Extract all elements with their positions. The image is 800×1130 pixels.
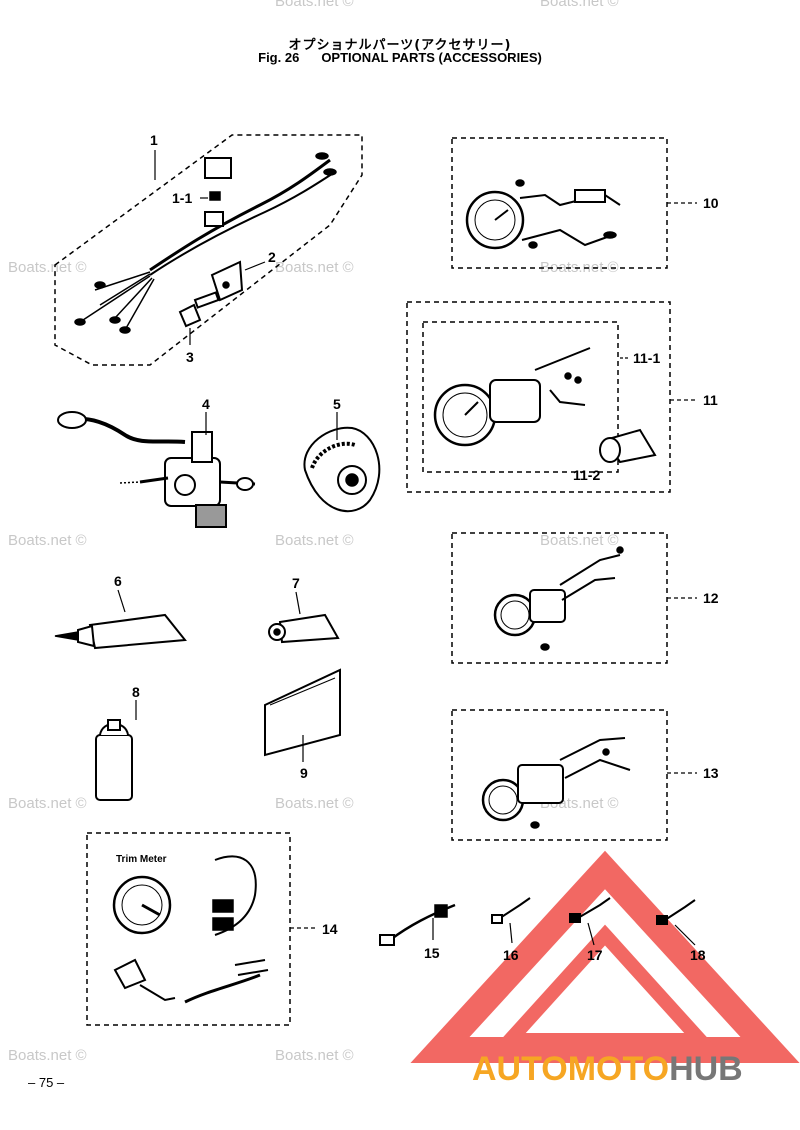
watermark-text: Boats.net ©	[540, 532, 619, 549]
callout-2: 2	[268, 249, 276, 265]
brand-logo-icon	[410, 850, 800, 1063]
part-9-manual	[264, 668, 341, 757]
part-1-harness	[74, 152, 337, 334]
callout-12: 12	[703, 590, 719, 606]
callout-17: 17	[587, 947, 603, 963]
part-14-group-outline	[86, 832, 291, 1026]
callout-11-2: 11-2	[573, 467, 600, 483]
part-7-small-tube	[268, 613, 340, 644]
watermarks: Boats.net © Boats.net © Boats.net © Boat…	[8, 0, 619, 1064]
part-4-switch-assembly	[57, 411, 256, 528]
brand-part-1: AUTOMOTO	[472, 1050, 670, 1088]
callout-18: 18	[690, 947, 706, 963]
part-14-trim-meter	[112, 855, 269, 1004]
callout-14: 14	[322, 921, 338, 937]
callout-6: 6	[114, 573, 122, 589]
watermark-text: Boats.net ©	[540, 0, 619, 10]
callout-11-1: 11-1	[633, 350, 660, 366]
title-japanese: オプショナルパーツ(アクセサリー)	[288, 38, 512, 53]
watermark-text: Boats.net ©	[8, 532, 87, 549]
figure-number: Fig. 26	[258, 50, 300, 65]
part-15-lead-wire	[379, 903, 456, 946]
callout-8: 8	[132, 684, 140, 700]
callout-9: 9	[300, 765, 308, 781]
watermark-text: Boats.net ©	[275, 795, 354, 812]
part-11-group-outline	[406, 301, 671, 493]
brand-part-2: HUB	[669, 1050, 743, 1088]
part-13-group-outline	[451, 709, 668, 841]
part-11-2-knob	[599, 428, 657, 464]
brand-wordmark: AUTOMOTOHUB	[472, 1050, 743, 1089]
trim-meter-label: Trim Meter	[116, 854, 167, 865]
callout-7: 7	[292, 575, 300, 591]
part-2-bracket	[210, 260, 244, 302]
callout-15: 15	[424, 945, 440, 961]
callout-11: 11	[703, 392, 718, 408]
watermark-text: Boats.net ©	[275, 259, 354, 276]
part-3-bolt	[178, 291, 220, 328]
part-18-lead-wire	[656, 899, 696, 925]
callout-3: 3	[186, 349, 194, 365]
callout-4: 4	[202, 396, 210, 412]
watermark-text: Boats.net ©	[8, 259, 87, 276]
callout-5: 5	[333, 396, 341, 412]
part-16-lead-wire	[491, 897, 531, 924]
watermark-text: Boats.net ©	[8, 1047, 87, 1064]
figure-title: Fig. 26 OPTIONAL PARTS (ACCESSORIES)	[0, 50, 800, 65]
part-10-gauge	[465, 179, 621, 250]
part-13-gauge	[481, 737, 631, 829]
part-8-spray-can	[95, 719, 133, 801]
figure-caption: OPTIONAL PARTS (ACCESSORIES)	[321, 50, 542, 65]
callout-13: 13	[703, 765, 719, 781]
callout-1-1: 1-1	[172, 190, 192, 206]
page-number: – 75 –	[28, 1075, 65, 1090]
watermark-text: Boats.net ©	[8, 795, 87, 812]
part-17-lead-wire	[569, 897, 611, 923]
callout-16: 16	[503, 947, 519, 963]
part-6-grease-tube	[54, 613, 187, 650]
watermark-text: Boats.net ©	[275, 0, 354, 10]
watermark-text: Boats.net ©	[275, 532, 354, 549]
part-1-group-outline	[54, 134, 363, 366]
part-11-1-gauge	[433, 347, 591, 447]
callout-1: 1	[150, 132, 158, 148]
part-12-gauge	[493, 546, 624, 651]
part-5-cover	[303, 426, 381, 513]
callout-labels: 1 1-1 2 3 4 5 6 7 8 9 10 11 11-1 11-2 12…	[114, 132, 719, 963]
callout-10: 10	[703, 195, 719, 211]
watermark-text: Boats.net ©	[275, 1047, 354, 1064]
part-11-1-group-outline	[422, 321, 619, 473]
